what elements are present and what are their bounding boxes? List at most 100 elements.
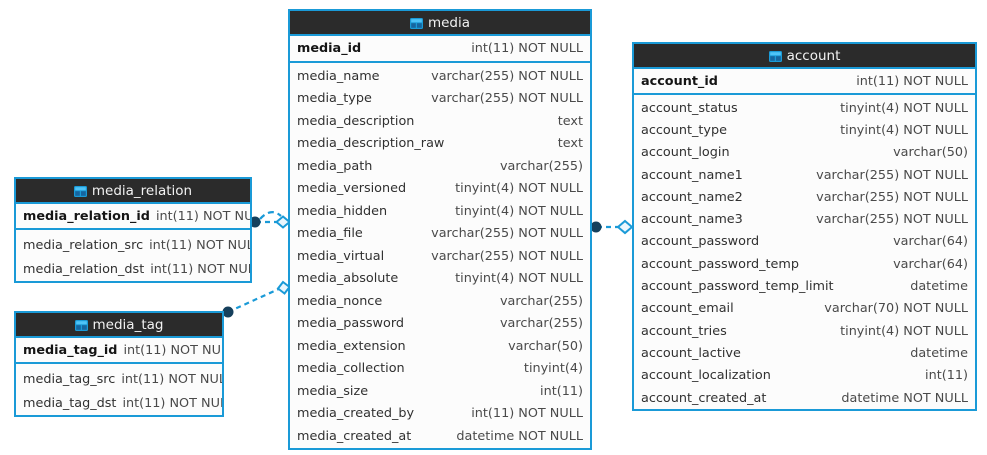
column-type: varchar(50) [893,145,968,161]
column-type: int(11) NOT NULL [150,261,252,277]
column-row[interactable]: media_relation_dst int(11) NOT NULL [16,257,250,281]
column-row[interactable]: media_relation_src int(11) NOT NULL [16,233,250,257]
column-name: media_relation_src [23,237,144,253]
relationship-media_relation-media[interactable] [249,211,292,229]
column-row-primary-key[interactable]: media_tag_id int(11) NOT NULL [16,338,222,364]
entity-header-account[interactable]: account [634,44,975,69]
column-name: media_size [297,383,369,399]
relationship-media_tag-media[interactable] [222,280,291,318]
column-name: account_status [641,100,738,116]
column-type: varchar(255) [499,316,583,332]
column-name: account_login [641,145,730,161]
edge-diamond-marker [616,219,634,235]
column-type: varchar(255) [499,158,583,174]
column-name: media_relation_dst [23,261,145,277]
entity-title: media [427,15,471,31]
column-type: varchar(64) [893,256,968,272]
column-name: media_extension [297,338,406,354]
edge-dot-marker [222,306,234,318]
entity-header-media_tag[interactable]: media_tag [16,313,222,338]
entity-media[interactable]: media media_id int(11) NOT NULL media_na… [288,9,592,450]
column-name: media_created_by [297,406,415,422]
column-row[interactable]: media_size int(11) [290,380,590,403]
column-name: media_tag_id [23,342,118,358]
column-type: datetime NOT NULL [841,390,968,406]
column-name: media_path [297,158,373,174]
column-row[interactable]: media_path varchar(255) [290,155,590,178]
column-type: datetime [910,279,968,295]
column-name: media_name [297,68,380,84]
column-name: media_relation_id [23,208,150,224]
entity-header-media[interactable]: media [290,11,590,36]
column-row-primary-key[interactable]: media_id int(11) NOT NULL [290,36,590,63]
column-row[interactable]: account_password_temp_limit datetime [634,275,975,297]
entity-media_relation[interactable]: media_relation media_relation_id int(11)… [14,177,252,283]
edge-dot-marker [590,221,602,233]
column-type: int(11) NOT NULL [122,395,224,411]
relationship-media-account[interactable] [590,219,634,235]
column-type: int(11) [540,383,583,399]
column-type: int(11) NOT NULL [471,41,583,56]
column-name: account_email [641,301,734,317]
entity-header-media_relation[interactable]: media_relation [16,179,250,204]
table-icon [74,319,88,331]
column-type: datetime [910,345,968,361]
column-row-primary-key[interactable]: media_relation_id int(11) NOT NULL [16,204,250,230]
column-type: int(11) NOT NULL [121,371,224,387]
column-type: varchar(255) NOT NULL [431,248,583,264]
column-row[interactable]: media_file varchar(255) NOT NULL [290,223,590,246]
column-name: account_type [641,122,727,138]
entity-account[interactable]: account account_id int(11) NOT NULL acco… [632,42,977,412]
entity-media_tag[interactable]: media_tag media_tag_id int(11) NOT NULL … [14,311,224,417]
column-type: varchar(255) NOT NULL [816,212,968,228]
column-name: account_localization [641,368,771,384]
column-name: media_file [297,226,363,242]
column-type: varchar(255) NOT NULL [431,91,583,107]
entity-title: media_tag [92,317,164,333]
column-type: tinyint(4) NOT NULL [840,323,968,339]
column-name: account_id [641,73,718,89]
column-name: media_id [297,41,362,56]
column-type: varchar(255) [499,293,583,309]
column-type: varchar(50) [508,338,583,354]
column-type: int(11) NOT NULL [149,237,252,253]
column-row-primary-key[interactable]: account_id int(11) NOT NULL [634,69,975,95]
column-type: varchar(255) NOT NULL [816,189,968,205]
column-type: varchar(255) NOT NULL [816,167,968,183]
column-name: account_password_temp_limit [641,279,834,295]
column-type: int(11) NOT NULL [123,342,222,358]
column-type: text [557,113,583,129]
column-type: varchar(255) NOT NULL [431,226,583,242]
column-row[interactable]: account_login varchar(50) [634,142,975,164]
column-row[interactable]: media_extension varchar(50) [290,335,590,358]
